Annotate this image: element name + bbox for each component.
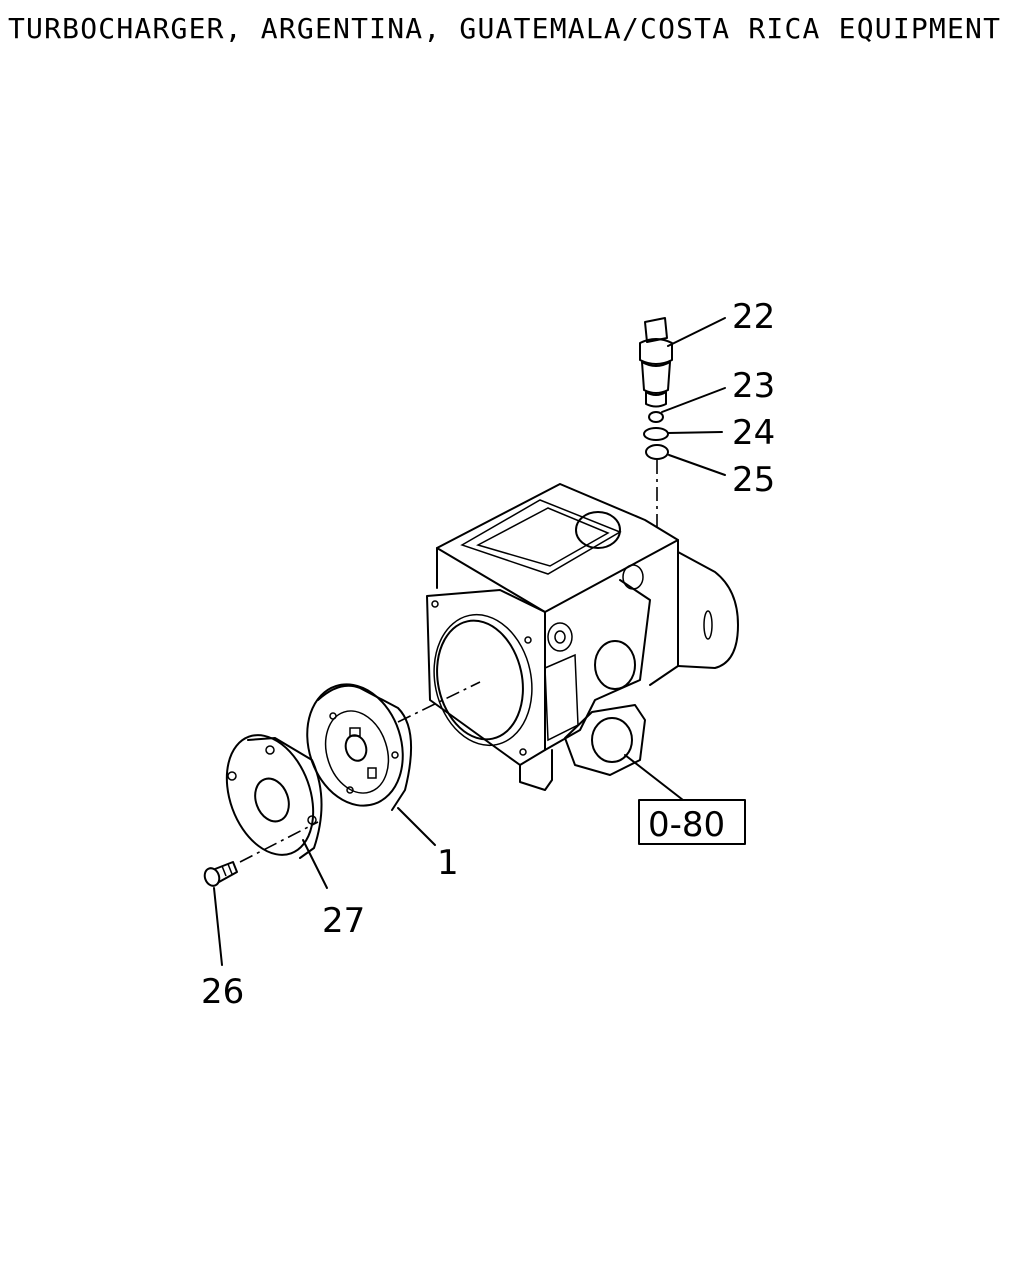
- part-1-cover: [306, 683, 413, 811]
- part-25-o-ring: [645, 444, 669, 460]
- part-26-screw: [203, 861, 238, 887]
- part-22-union-bolt: [639, 317, 673, 408]
- reference-box-0-80[interactable]: 0-80: [638, 799, 746, 845]
- callout-27: 27: [322, 901, 365, 941]
- part-27-plate: [225, 734, 323, 859]
- leader-lines: [213, 317, 726, 966]
- part-23-ring: [648, 411, 664, 423]
- callout-24: 24: [732, 413, 775, 453]
- callout-25: 25: [732, 460, 775, 500]
- callout-23: 23: [732, 366, 775, 406]
- part-24-o-ring: [643, 427, 669, 441]
- callout-26: 26: [201, 972, 244, 1012]
- turbocharger-housing: [426, 483, 739, 791]
- reference-box-label: 0-80: [648, 805, 725, 845]
- page-title: TURBOCHARGER, ARGENTINA, GUATEMALA/COSTA…: [8, 12, 1002, 45]
- callout-1: 1: [437, 843, 459, 883]
- callout-22: 22: [732, 297, 775, 337]
